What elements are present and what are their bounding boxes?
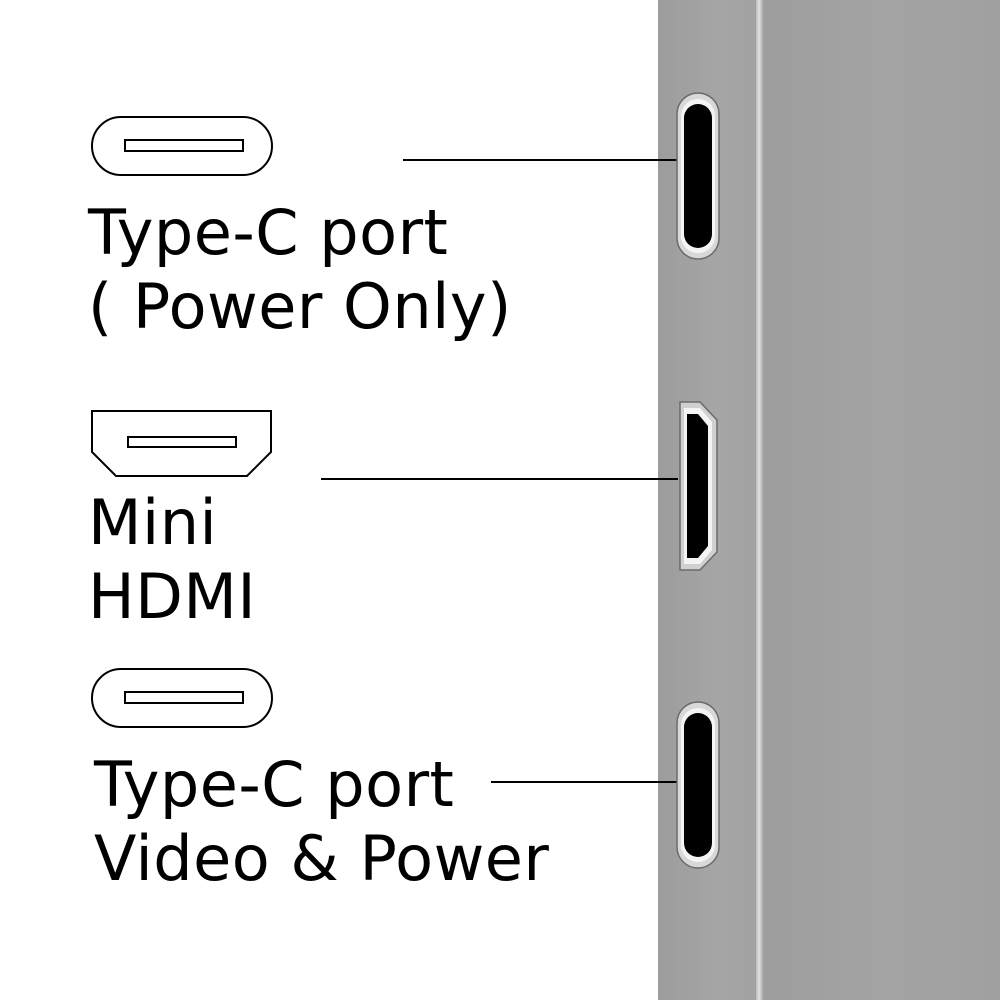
device-type-c-port-video-power	[676, 701, 720, 869]
mini-hdmi-port-icon	[91, 410, 272, 477]
port-label-line1: Type-C port	[88, 196, 449, 269]
usb-c-port-icon	[91, 116, 273, 176]
monitor-edge	[756, 0, 764, 1000]
port-label-type-c-power: Type-C port ( Power Only)	[88, 196, 512, 345]
device-mini-hdmi-port	[679, 401, 718, 571]
port-label-line2: Video & Power	[94, 822, 550, 896]
monitor-back-panel	[764, 0, 1000, 1000]
port-label-line2: HDMI	[88, 560, 257, 634]
port-label-line1: Mini	[88, 486, 218, 559]
usb-c-port-icon	[91, 668, 273, 728]
device-type-c-port-power	[676, 92, 720, 260]
port-label-line2: ( Power Only)	[88, 270, 512, 344]
port-label-line1: Type-C port	[94, 748, 455, 821]
port-label-mini-hdmi: Mini HDMI	[88, 486, 256, 635]
port-label-type-c-video-power: Type-C port Video & Power	[94, 748, 549, 897]
